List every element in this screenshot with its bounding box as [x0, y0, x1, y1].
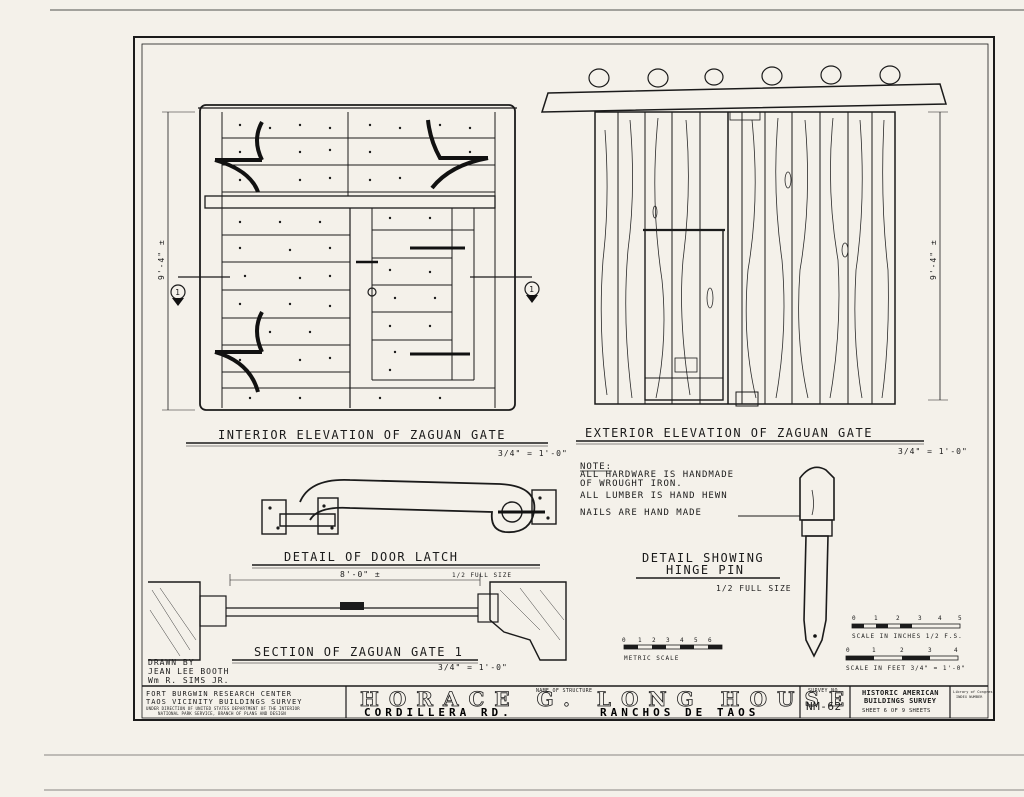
- interior-elevation-drawing: 1 1 9'-4" ±: [157, 104, 540, 411]
- org-fine-line-2: NATIONAL PARK SERVICE, BRANCH OF PLANS A…: [158, 711, 286, 716]
- door-latch-title: DETAIL OF DOOR LATCH: [284, 550, 459, 564]
- sheet-number: SHEET 6 OF 9 SHEETS: [862, 708, 931, 714]
- metric-scale: 0 1 2 3 4 5 6 METRIC SCALE: [622, 637, 723, 662]
- note-line-4: NAILS ARE HAND MADE: [580, 508, 702, 518]
- org-line-2: TAOS VICINITY BUILDINGS SURVEY: [146, 698, 302, 706]
- drawn-by-credits: DRAWN BY JEAN LEE BOOTH Wm R. SIMS JR.: [148, 658, 229, 685]
- hinge-pin-title-line1: DETAIL SHOWING: [642, 551, 764, 565]
- note-line-3: ALL LUMBER IS HAND HEWN: [580, 491, 728, 501]
- inches-tick-3: 3: [918, 615, 923, 622]
- interior-height-dimension: 9'-4" ±: [157, 239, 166, 280]
- title-block: FORT BURGWIN RESEARCH CENTER TAOS VICINI…: [142, 685, 995, 719]
- metric-tick-6: 6: [708, 637, 713, 644]
- inches-tick-1: 1: [874, 615, 879, 622]
- location-right: RANCHOS DE TAOS: [600, 706, 759, 719]
- section-marker-right: 1: [529, 285, 535, 294]
- door-latch-drawing: [261, 479, 557, 535]
- metric-tick-2: 2: [652, 637, 657, 644]
- inches-scale-label: SCALE IN INCHES 1/2 F.S.: [852, 633, 963, 640]
- drawn-by-label: DRAWN BY: [148, 658, 195, 667]
- metric-scale-label: METRIC SCALE: [624, 655, 679, 662]
- inches-scale: 0 1 2 3 4 5 SCALE IN INCHES 1/2 F.S.: [851, 615, 963, 640]
- section-scale: 3/4" = 1'-0": [438, 663, 508, 672]
- exterior-elevation-drawing: 9'-4" ±: [540, 65, 948, 407]
- metric-tick-5: 5: [694, 637, 699, 644]
- inches-tick-5: 5: [958, 615, 963, 622]
- exterior-height-dimension: 9'-4" ±: [929, 239, 938, 280]
- feet-tick-4: 4: [954, 647, 959, 654]
- section-marker-left: 1: [175, 288, 181, 297]
- interior-elevation-title: INTERIOR ELEVATION OF ZAGUAN GATE: [218, 428, 506, 442]
- section-title: SECTION OF ZAGUAN GATE 1: [254, 645, 463, 659]
- hinge-pin-drawing: [738, 466, 835, 658]
- metric-tick-3: 3: [666, 637, 671, 644]
- hinge-pin-title-line2: HINGE PIN: [666, 563, 745, 577]
- note-line-2: OF WROUGHT IRON.: [580, 479, 683, 489]
- interior-elevation-scale: 3/4" = 1'-0": [498, 449, 568, 458]
- org-line-1: FORT BURGWIN RESEARCH CENTER: [146, 690, 292, 698]
- structure-name-label: NAME OF STRUCTURE: [536, 688, 592, 694]
- sheet-border: [44, 9, 1024, 791]
- section-width-dimension: 8'-0" ±: [340, 570, 381, 579]
- exterior-elevation-scale: 3/4" = 1'-0": [898, 447, 968, 456]
- feet-tick-3: 3: [928, 647, 933, 654]
- survey-number-label: SURVEY NO.: [808, 688, 841, 694]
- feet-tick-0: 0: [846, 647, 851, 654]
- exterior-elevation-title: EXTERIOR ELEVATION OF ZAGUAN GATE: [585, 426, 873, 440]
- inches-tick-2: 2: [896, 615, 901, 622]
- metric-tick-4: 4: [680, 637, 685, 644]
- section-drawing: 8'-0" ±: [148, 570, 567, 661]
- notes-heading: NOTE:: [580, 462, 612, 472]
- inches-tick-0: 0: [852, 615, 857, 622]
- structure-name: HORACE G. LONG HOUSE: [360, 687, 854, 711]
- feet-tick-2: 2: [900, 647, 905, 654]
- metric-tick-1: 1: [638, 637, 643, 644]
- notes-block: NOTE: ALL HARDWARE IS HANDMADE OF WROUGH…: [580, 462, 734, 518]
- habs-line-1: HISTORIC AMERICAN: [862, 689, 939, 697]
- feet-tick-1: 1: [872, 647, 877, 654]
- survey-number: NM-62: [806, 700, 842, 713]
- loc-line-1: Library of Congress: [953, 690, 995, 694]
- location-left: CORDILLERA RD.: [364, 706, 513, 719]
- hinge-pin-scale: 1/2 FULL SIZE: [716, 584, 792, 593]
- door-latch-scale: 1/2 FULL SIZE: [452, 572, 512, 579]
- metric-tick-0: 0: [622, 637, 627, 644]
- org-fine-line-1: UNDER DIRECTION OF UNITED STATES DEPARTM…: [146, 706, 300, 711]
- drawn-by-name-1: JEAN LEE BOOTH: [148, 667, 229, 676]
- note-line-1: ALL HARDWARE IS HANDMADE: [580, 470, 734, 480]
- feet-scale: 0 1 2 3 4 SCALE IN FEET 3/4" = 1'-0": [845, 647, 966, 672]
- loc-line-2: INDEX NUMBER: [956, 695, 983, 699]
- inches-tick-4: 4: [938, 615, 943, 622]
- feet-scale-label: SCALE IN FEET 3/4" = 1'-0": [846, 665, 966, 672]
- drawn-by-name-2: Wm R. SIMS JR.: [148, 676, 229, 685]
- habs-line-2: BUILDINGS SURVEY: [864, 697, 937, 705]
